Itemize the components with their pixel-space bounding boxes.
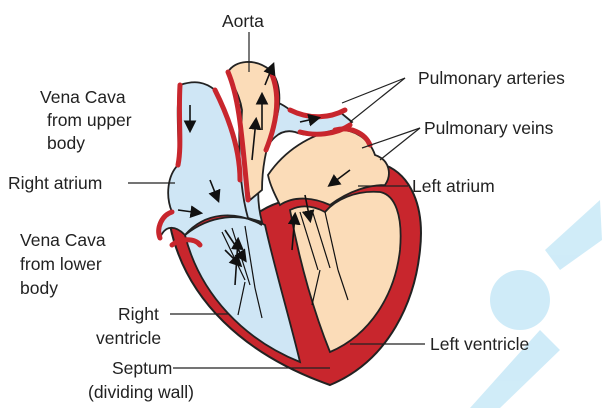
label-right-atrium: Right atrium xyxy=(8,173,102,193)
label-pulmonary-veins: Pulmonary veins xyxy=(424,118,554,138)
label-vena-cava-upper-line2: from upper xyxy=(47,110,132,130)
label-vena-cava-upper-line1: Vena Cava xyxy=(40,87,126,107)
label-right-ventricle-line2: ventricle xyxy=(96,328,161,348)
label-aorta: Aorta xyxy=(222,11,264,31)
watermark xyxy=(470,200,602,408)
label-right-ventricle-line1: Right xyxy=(118,304,159,324)
label-septum-line1: Septum xyxy=(112,358,172,378)
label-vena-cava-upper-line3: body xyxy=(47,133,85,153)
label-vena-cava-lower-line2: from lower xyxy=(20,254,102,274)
label-left-atrium: Left atrium xyxy=(412,176,495,196)
label-septum-line2: (dividing wall) xyxy=(88,382,194,402)
label-vena-cava-lower-line1: Vena Cava xyxy=(20,230,106,250)
label-left-ventricle: Left ventricle xyxy=(430,334,529,354)
label-pulmonary-arteries: Pulmonary arteries xyxy=(418,68,565,88)
label-vena-cava-lower-line3: body xyxy=(20,278,58,298)
